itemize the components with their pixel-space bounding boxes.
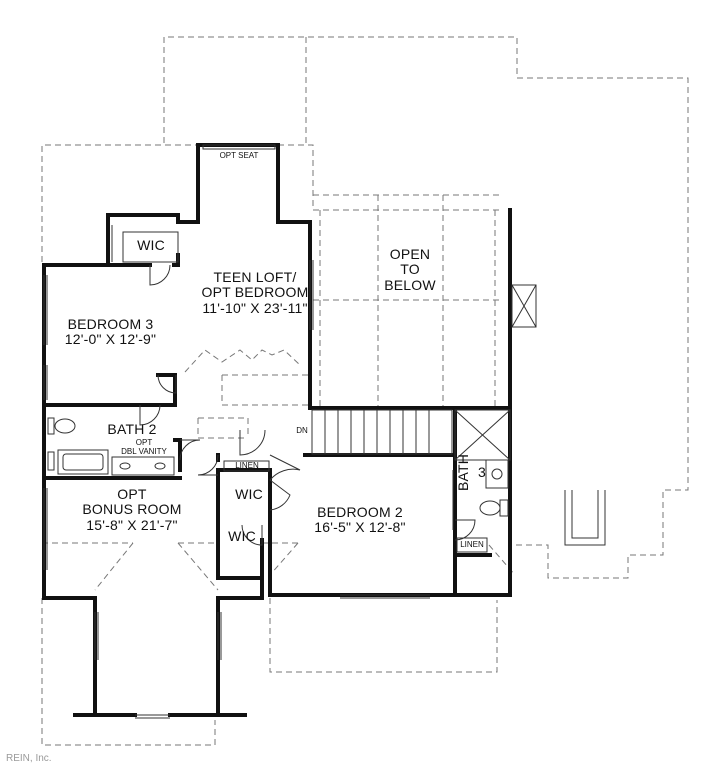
linen-center-label: LINEN (235, 461, 259, 470)
opt-dbl-vanity-label: OPT DBL VANITY (113, 438, 175, 457)
room-name-bath2: BATH 2 (107, 421, 157, 437)
bedroom2-name: BEDROOM 2 (317, 504, 403, 520)
room-name-wic-center: WIC (235, 486, 263, 502)
open-to-below-line3: BELOW (384, 276, 436, 293)
stair-dn-label: DN (296, 426, 308, 435)
door-swings (139, 264, 476, 546)
fixtures (43, 144, 606, 719)
bedroom2-size: 16'-5" X 12'-8" (314, 519, 406, 536)
room-name-bedroom3: BEDROOM 3 12'-0" X 12'-9" (48, 316, 173, 348)
room-name-teen-loft: TEEN LOFT/ OPT BEDROOM 11'-10" X 23'-11" (170, 269, 340, 316)
bonus-room-size: 15'-8" X 21'-7" (86, 516, 178, 533)
open-to-below-line1: OPEN (389, 246, 431, 262)
dashed-outline (41, 36, 689, 746)
stairs (311, 409, 453, 455)
opt-seat-label: OPT SEAT (219, 151, 259, 160)
open-to-below-line2: TO (400, 261, 420, 278)
bonus-room-line1: OPT (117, 486, 147, 502)
teen-loft-line1: TEEN LOFT/ (213, 269, 297, 285)
opt-dbl-vanity-line1: OPT (135, 438, 153, 447)
bedroom3-name: BEDROOM 3 (67, 316, 154, 332)
room-name-wic-lower: WIC (228, 528, 256, 544)
room-name-bedroom2: BEDROOM 2 16'-5" X 12'-8" (290, 504, 430, 536)
bonus-room-line2: BONUS ROOM (82, 501, 182, 518)
teen-loft-line2: OPT BEDROOM (201, 284, 309, 301)
room-name-bonus-room: OPT BONUS ROOM 15'-8" X 21'-7" (62, 486, 202, 533)
room-name-wic-bed3: WIC (137, 237, 165, 253)
open-to-below-label: OPEN TO BELOW (370, 246, 450, 293)
linen-right-label: LINEN (460, 540, 484, 549)
watermark: REIN, Inc. (6, 753, 52, 764)
bedroom3-size: 12'-0" X 12'-9" (64, 331, 157, 348)
teen-loft-size: 11'-10" X 23'-11" (202, 299, 308, 316)
opt-dbl-vanity-line2: DBL VANITY (121, 446, 167, 456)
room-name-bath3: BATH (455, 453, 471, 492)
room-number-bath3: 3 (478, 464, 486, 480)
